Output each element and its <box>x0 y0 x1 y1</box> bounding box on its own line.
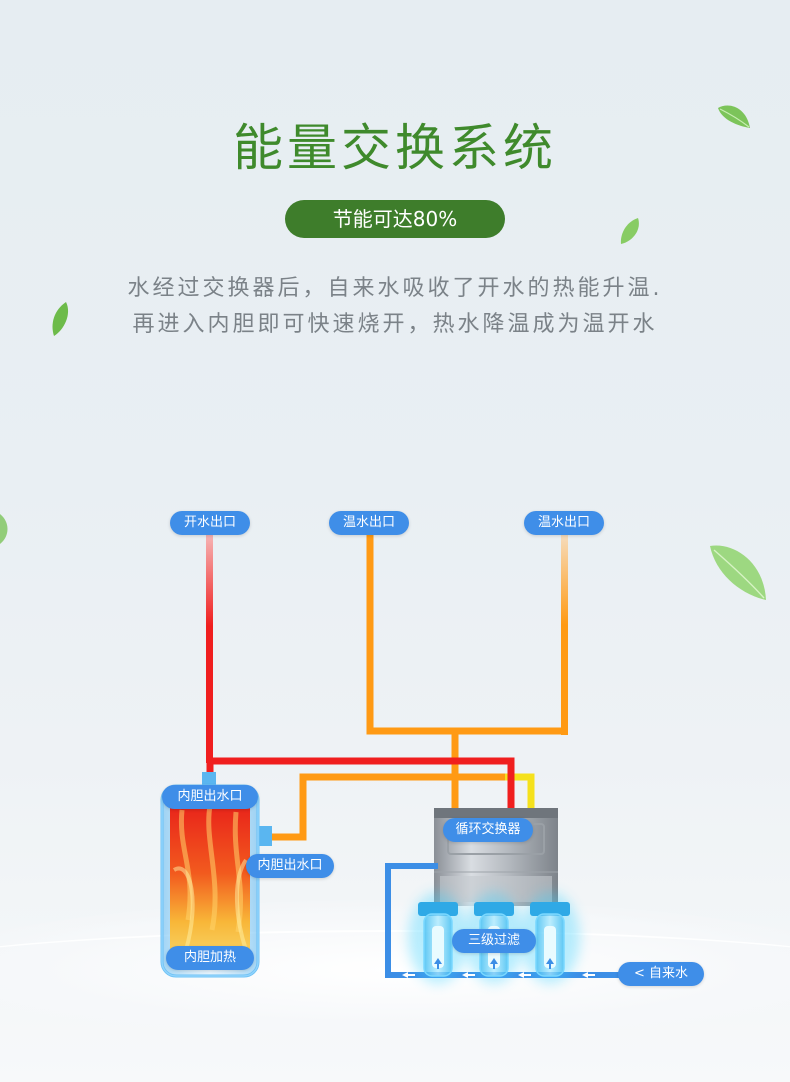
warm-outlet-pipe-2 <box>561 535 568 735</box>
flow-arrows <box>402 972 595 978</box>
boiling-outlet-pipe <box>206 535 213 763</box>
leaf-icon <box>718 105 750 128</box>
energy-saving-badge: 节能可达80% <box>285 200 505 238</box>
warm-water-outlet-label-1: 温水出口 <box>329 511 409 535</box>
tank-outlet-side-label: 内胆出水口 <box>246 854 334 878</box>
floor-arc <box>0 930 790 1020</box>
boiling-water-outlet-label: 开水出口 <box>170 511 250 535</box>
description-line-2: 再进入内胆即可快速烧开，热水降温成为温开水 <box>132 312 658 337</box>
filter-label: 三级过滤 <box>452 929 536 953</box>
leaf-icon <box>620 218 639 244</box>
leaf-icon <box>0 514 8 544</box>
exchanger-label: 循环交换器 <box>443 818 533 842</box>
warm-water-outlet-label-2: 温水出口 <box>524 511 604 535</box>
leaf-icon <box>710 545 766 600</box>
tank-heating-label: 内胆加热 <box>166 946 254 970</box>
page-title: 能量交换系统 <box>233 119 557 177</box>
tap-water-label: < 自来水 <box>618 962 704 986</box>
heating-tank <box>160 772 272 978</box>
cold-water-pipes <box>385 863 640 978</box>
leaf-icon <box>52 302 69 336</box>
tank-outlet-top-label: 内胆出水口 <box>162 785 258 809</box>
warm-pipes <box>270 535 564 841</box>
description-line-1: 水经过交换器后，自来水吸收了开水的热能升温. <box>127 276 663 301</box>
